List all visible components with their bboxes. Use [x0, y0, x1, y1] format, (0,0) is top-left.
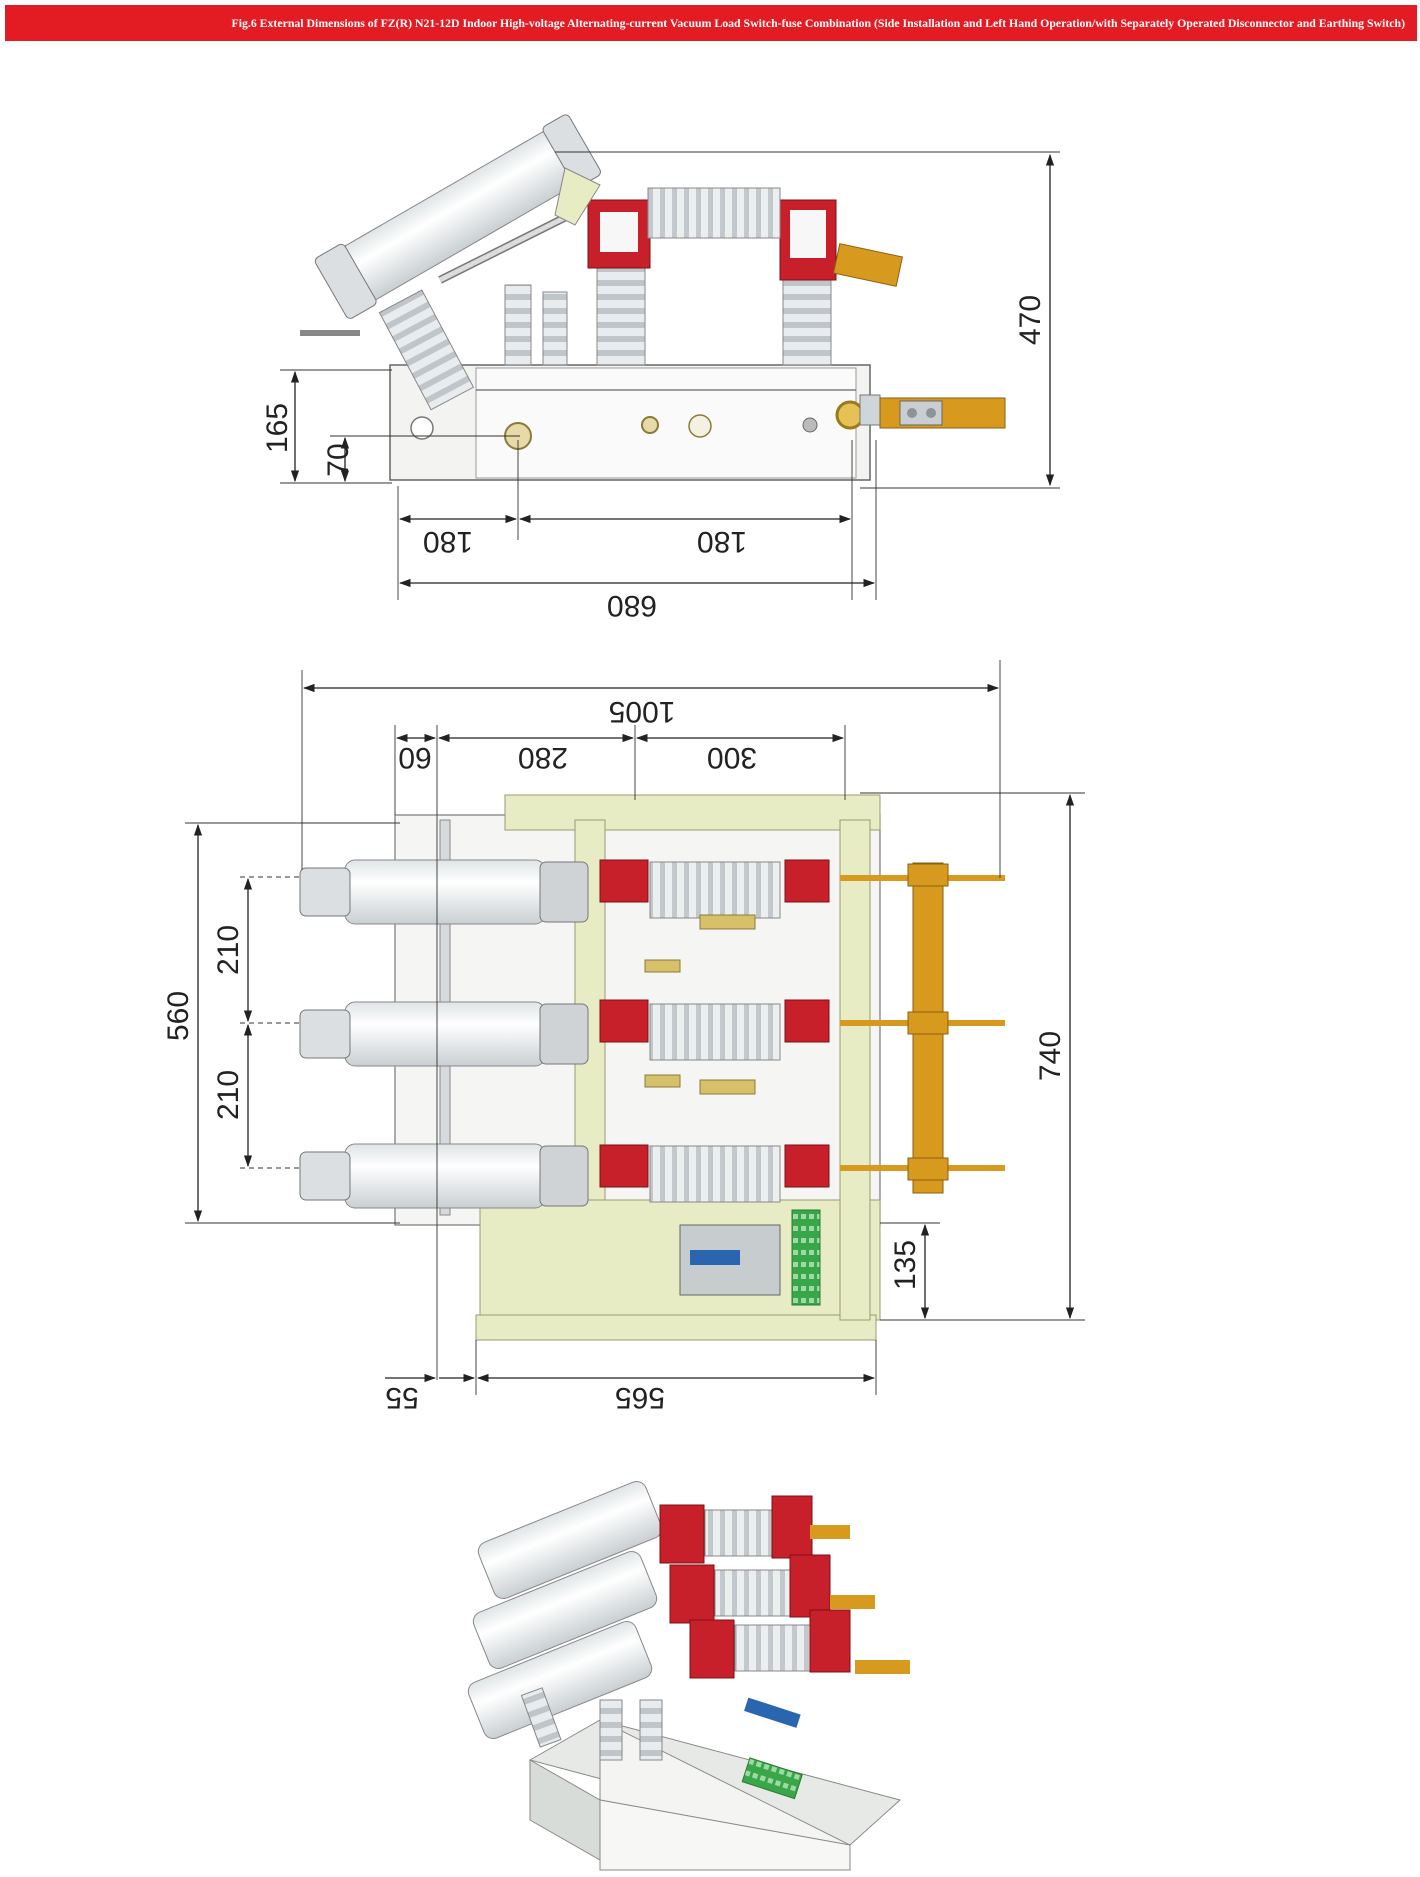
- dim-depth-560: 560: [162, 991, 195, 1041]
- dim-offset-60: 60: [398, 741, 431, 774]
- dim-overall-1005: 1005: [609, 695, 676, 728]
- top-view-drawing: [299, 794, 1005, 1341]
- dim-frame-width-565: 565: [615, 1381, 665, 1414]
- iso-phase-row-3: [467, 1609, 910, 1740]
- dim-pitch-210-upper: 210: [212, 925, 245, 975]
- dim-shaft-height-70: 70: [322, 443, 355, 476]
- iso-phase-row-2: [472, 1550, 875, 1670]
- dim-offset-55: 55: [385, 1381, 418, 1414]
- top-frame-base-rail: [475, 1314, 877, 1341]
- fuse-row-1: [299, 859, 1005, 925]
- dim-width-680: 680: [607, 589, 657, 622]
- side-fuse: [314, 114, 601, 319]
- iso-phase-row-1: [477, 1480, 850, 1600]
- side-insulator-1: [596, 264, 646, 366]
- dim-spacing-300: 300: [707, 741, 757, 774]
- side-mechanism-plate: [475, 367, 857, 479]
- top-view-dimensions: 1005 60 280 300 560 210 210 740 135: [162, 660, 1085, 1414]
- dim-height-470: 470: [1014, 295, 1047, 345]
- top-frame-bar: [504, 794, 881, 831]
- dim-right-span-180: 180: [697, 525, 747, 558]
- dim-panel-height-165: 165: [261, 403, 294, 453]
- top-terminal-strip: [791, 1209, 821, 1306]
- fuse-row-3: [299, 1143, 1005, 1209]
- side-horizontal-insulator: [647, 187, 781, 239]
- dim-spacing-280: 280: [518, 741, 568, 774]
- fuse-row-2: [299, 999, 1005, 1067]
- dim-total-depth-740: 740: [1034, 1031, 1067, 1081]
- dim-pitch-210-lower: 210: [212, 1070, 245, 1120]
- side-view-drawing: [300, 114, 1006, 481]
- isometric-product-view: [467, 1480, 910, 1871]
- side-view-dimensions: 470 165 70 180 180 680: [261, 151, 1060, 622]
- dim-left-span-180: 180: [423, 525, 473, 558]
- side-insulator-2: [782, 264, 832, 366]
- figure-title-banner: Fig.6 External Dimensions of FZ(R) N21-1…: [5, 5, 1417, 41]
- dim-bottom-depth-135: 135: [889, 1240, 922, 1290]
